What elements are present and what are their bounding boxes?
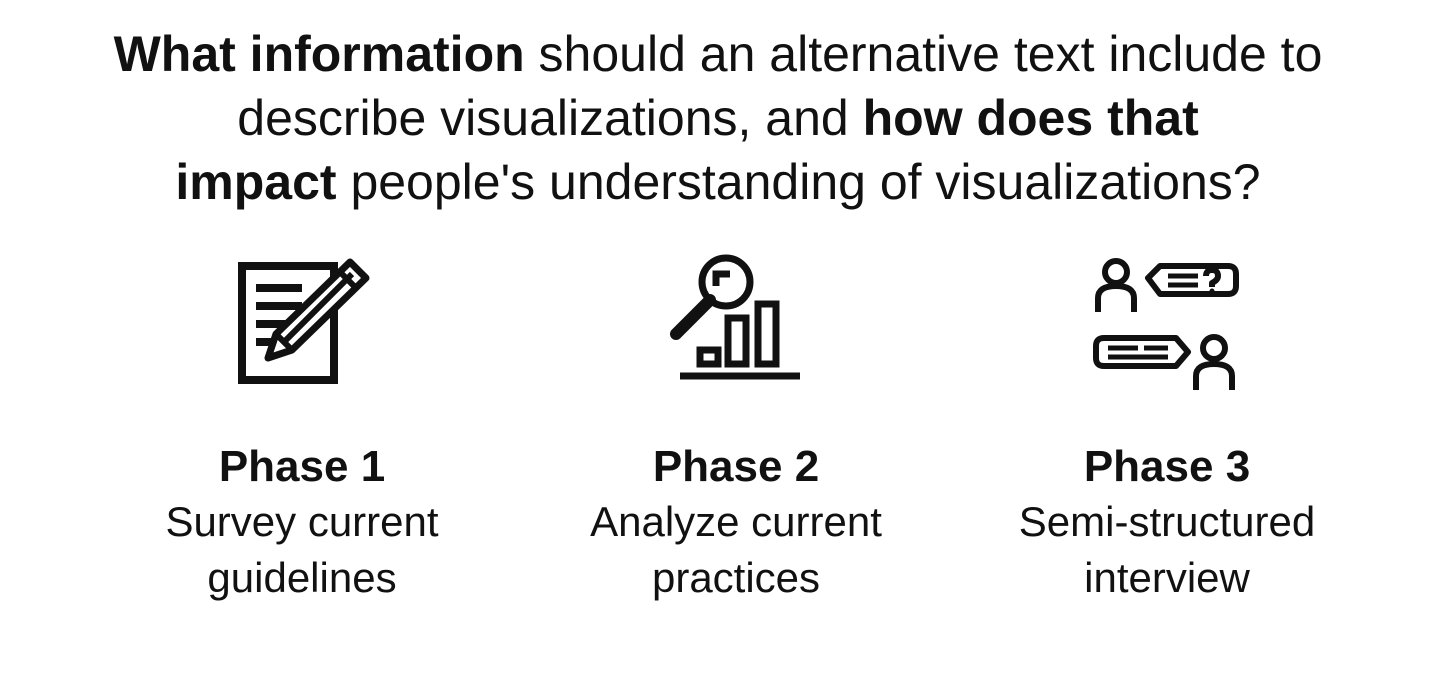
phase-2: Phase 2 Analyze current practices bbox=[536, 254, 936, 606]
title-text-1: should an alternative text include to bbox=[524, 26, 1323, 82]
title-text-3: people's understanding of visualizations… bbox=[336, 154, 1261, 210]
phase-3-title: Phase 3 bbox=[1083, 442, 1251, 491]
title-text-2: describe visualizations, and bbox=[237, 90, 863, 146]
phase-3: Phase 3 Semi-structured interview bbox=[967, 254, 1367, 606]
title-bold-what-information: What information bbox=[113, 26, 525, 82]
title-line-1: What information should an alternative t… bbox=[0, 22, 1436, 86]
phase-1: Phase 1 Survey current guidelines bbox=[102, 254, 502, 606]
phase-1-desc-line-2: guidelines bbox=[207, 554, 397, 601]
phase-2-title: Phase 2 bbox=[652, 442, 820, 491]
phase-1-desc-line-1: Survey current bbox=[165, 498, 439, 545]
title-bold-impact: impact bbox=[175, 154, 337, 210]
phase-3-desc-line-1: Semi-structured bbox=[1018, 498, 1316, 545]
title-line-2: describe visualizations, and how does th… bbox=[0, 86, 1436, 150]
phase-2-desc-line-1: Analyze current bbox=[590, 498, 882, 545]
title-bold-how-does-that: how does that bbox=[862, 90, 1199, 146]
phase-1-title: Phase 1 bbox=[218, 442, 386, 491]
research-question-title: What information should an alternative t… bbox=[0, 22, 1436, 214]
magnifier-bar-chart-icon bbox=[536, 254, 936, 394]
phase-2-description: Analyze current practices bbox=[536, 494, 936, 606]
phase-3-description: Semi-structured interview bbox=[967, 494, 1367, 606]
phase-1-description: Survey current guidelines bbox=[102, 494, 502, 606]
phase-2-desc-line-2: practices bbox=[651, 554, 821, 601]
title-line-3: impact people's understanding of visuali… bbox=[0, 150, 1436, 214]
phase-3-desc-line-2: interview bbox=[1084, 554, 1250, 601]
document-pencil-icon bbox=[102, 254, 502, 394]
interview-conversation-icon bbox=[967, 254, 1367, 394]
